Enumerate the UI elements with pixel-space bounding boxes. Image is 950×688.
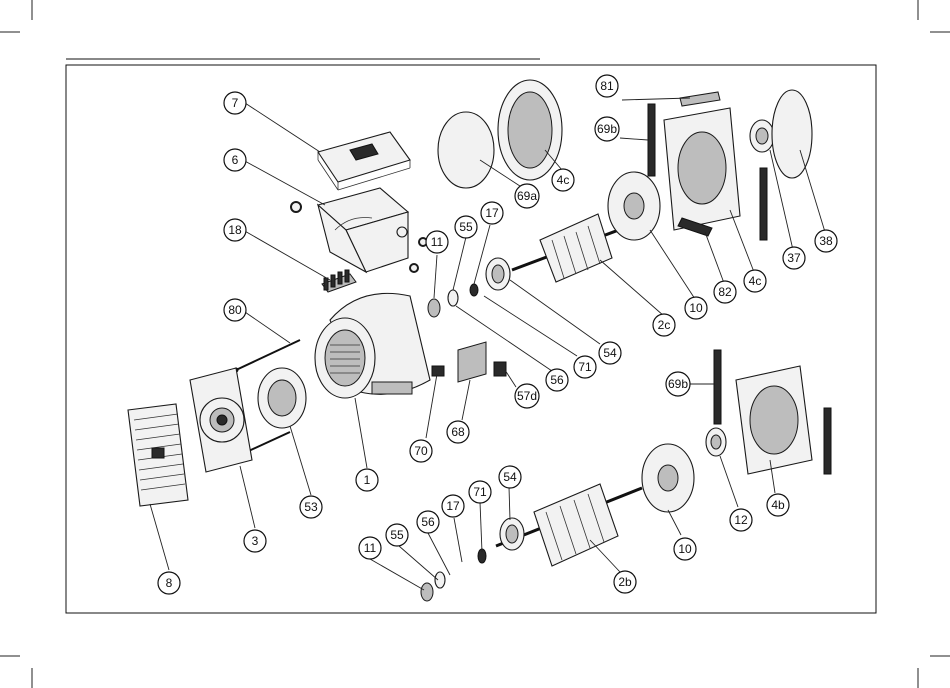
callout-c69a: 69a [515, 184, 539, 208]
callout-label: 4c [557, 173, 570, 187]
callout-label: 17 [485, 206, 499, 220]
callout-c3: 3 [244, 530, 266, 552]
callout-label: 82 [718, 285, 732, 299]
callout-label: 4c [749, 274, 762, 288]
part-terminal-box [291, 188, 427, 272]
callout-label: 69a [517, 189, 537, 203]
callout-label: 11 [364, 541, 377, 555]
callout-c69bb: 69b [666, 372, 690, 396]
callout-c6: 6 [224, 149, 246, 171]
callout-c56a: 56 [546, 369, 568, 391]
callout-label: 6 [232, 153, 239, 167]
callout-c4cb: 4c [744, 270, 766, 292]
callout-label: 56 [550, 373, 564, 387]
callout-label: 17 [446, 499, 460, 513]
callout-c71a: 71 [574, 356, 596, 378]
part-cover-plate [318, 132, 410, 190]
callout-c70: 70 [410, 440, 432, 462]
callout-c10b: 10 [674, 538, 696, 560]
callout-label: 10 [689, 301, 703, 315]
part-rectifier-assembly [432, 342, 506, 382]
callout-label: 68 [451, 425, 465, 439]
callout-c55a: 55 [455, 216, 477, 238]
callout-c4ca: 4c [552, 169, 574, 191]
callout-label: 70 [414, 444, 428, 458]
callout-label: 55 [390, 528, 404, 542]
part-coupling [750, 90, 812, 178]
part-end-shield [190, 368, 252, 472]
callout-label: 37 [787, 251, 801, 265]
callout-label: 53 [304, 500, 318, 514]
part-fan-upper [608, 172, 660, 240]
callout-c56b: 56 [417, 511, 439, 533]
callout-label: 38 [819, 234, 833, 248]
callout-c69ba: 69b [595, 117, 619, 141]
callout-label: 18 [228, 223, 242, 237]
callout-c54b: 54 [499, 466, 521, 488]
callout-c38: 38 [815, 230, 837, 252]
callout-label: 8 [166, 576, 173, 590]
callout-label: 3 [252, 534, 259, 548]
callout-label: 69b [597, 122, 617, 136]
callout-label: 12 [734, 513, 748, 527]
callout-c4b: 4b [767, 494, 789, 516]
callout-label: 57d [517, 389, 537, 403]
callout-c2b: 2b [614, 571, 636, 593]
part-terminal-block [322, 270, 356, 292]
callout-c53: 53 [300, 496, 322, 518]
callout-label: 69b [668, 377, 688, 391]
callout-label: 4b [771, 498, 785, 512]
callout-c81: 81 [596, 75, 618, 97]
callout-c54a: 54 [599, 342, 621, 364]
callout-c11a: 11 [426, 231, 448, 253]
callout-c68: 68 [447, 421, 469, 443]
callout-c55b: 55 [386, 524, 408, 546]
part-grille [128, 404, 188, 506]
callout-c7: 7 [224, 92, 246, 114]
callout-c1: 1 [356, 469, 378, 491]
part-fan-lower [642, 428, 726, 512]
callout-c2c: 2c [653, 314, 675, 336]
callout-c71b: 71 [469, 481, 491, 503]
callout-label: 54 [603, 346, 617, 360]
callout-c11b: 11 [359, 537, 381, 559]
callout-label: 71 [473, 485, 487, 499]
callout-c17b: 17 [442, 495, 464, 517]
callout-label: 56 [421, 515, 435, 529]
part-band-and-ring [438, 80, 562, 188]
callout-c37: 37 [783, 247, 805, 269]
callout-c80: 80 [224, 299, 246, 321]
part-stator-frame [315, 293, 430, 398]
callout-label: 81 [600, 79, 614, 93]
callout-c57d: 57d [515, 384, 539, 408]
callout-label: 7 [232, 96, 239, 110]
part-end-bracket-upper [648, 92, 767, 240]
callout-label: 71 [578, 360, 592, 374]
part-bearing-set-upper [428, 258, 510, 317]
callout-c17a: 17 [481, 202, 503, 224]
callout-label: 2c [658, 318, 671, 332]
part-end-bracket-lower [714, 350, 831, 474]
callout-label: 2b [618, 575, 632, 589]
callout-c82: 82 [714, 281, 736, 303]
callout-c12: 12 [730, 509, 752, 531]
callout-label: 54 [503, 470, 517, 484]
callout-label: 11 [431, 235, 444, 249]
callout-label: 10 [678, 542, 692, 556]
callout-label: 80 [228, 303, 242, 317]
callout-c18: 18 [224, 219, 246, 241]
part-exciter-stator [258, 368, 306, 428]
callout-label: 1 [364, 473, 371, 487]
callout-c10a: 10 [685, 297, 707, 319]
callout-label: 55 [459, 220, 473, 234]
callout-c8: 8 [158, 572, 180, 594]
